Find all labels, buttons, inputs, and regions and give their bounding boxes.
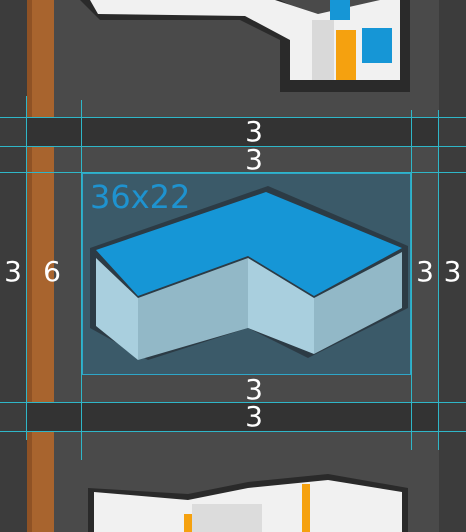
guide-left-inner	[81, 100, 82, 460]
measure-right-inner: 3	[416, 255, 434, 288]
guide-top-mid	[0, 146, 466, 147]
right-wall	[439, 0, 466, 532]
guide-bottom-inner	[0, 402, 466, 403]
guide-bottom-outer	[0, 431, 466, 432]
top-band	[27, 118, 439, 146]
measure-bottom-inner: 3	[245, 373, 263, 406]
bottom-pipe-sprite	[88, 474, 408, 532]
guide-right-outer	[438, 110, 439, 450]
wood-strip-shade	[27, 0, 32, 532]
guide-right-inner	[411, 110, 412, 450]
measure-bottom-outer: 3	[245, 400, 263, 433]
measure-left-outer: 3	[4, 255, 22, 288]
measure-left-inner: 6	[43, 255, 61, 288]
selection-size-label: 36x22	[90, 178, 191, 216]
bottom-band	[27, 403, 439, 431]
top-pipe-sprite	[80, 0, 410, 92]
guide-left-outer	[26, 96, 27, 440]
measure-top-outer: 3	[245, 115, 263, 148]
measure-right-outer: 3	[443, 255, 462, 288]
measure-top-inner: 3	[245, 143, 263, 176]
left-wall	[0, 0, 27, 532]
guide-top-outer	[0, 117, 466, 118]
selected-block-sprite	[90, 186, 408, 360]
guide-top-inner	[0, 172, 466, 173]
